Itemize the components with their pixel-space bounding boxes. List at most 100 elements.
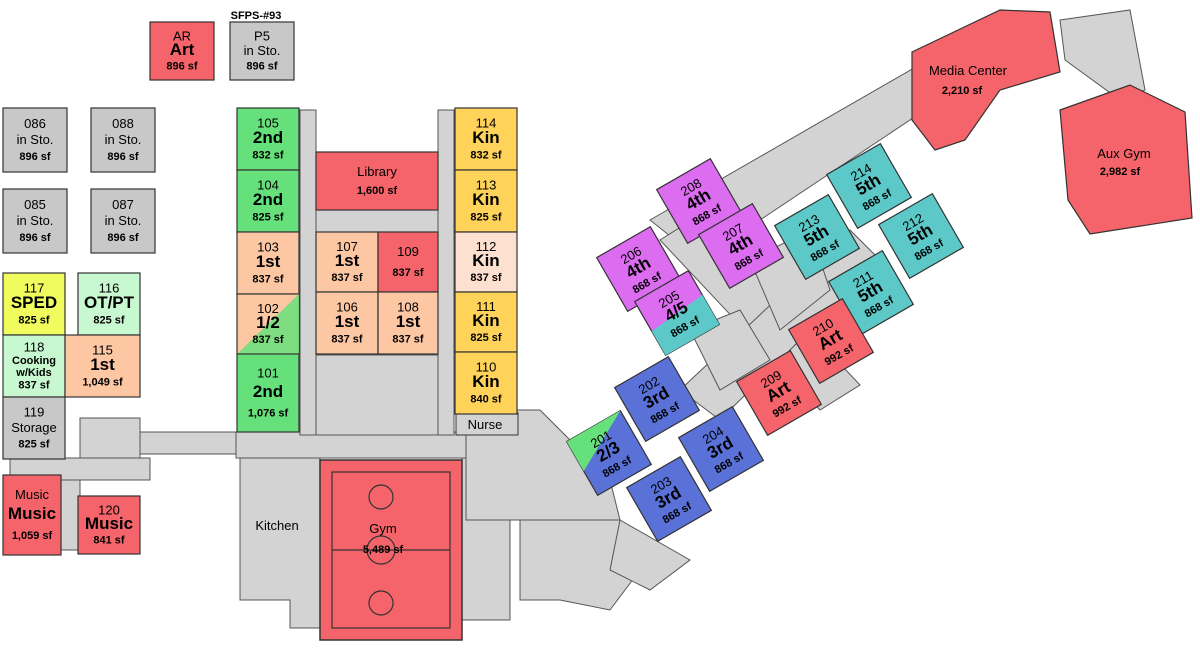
room-fill [2, 334, 66, 398]
room-num: 118 [24, 339, 45, 354]
library-area: 1,600 sf [357, 185, 398, 197]
room-sf: 1,049 sf [82, 377, 123, 389]
split-fill [651, 294, 720, 356]
room-sf: 1,076 sf [248, 408, 289, 420]
room-fill [454, 231, 518, 293]
room-num: 111 [476, 299, 496, 314]
room-name: in Sto. [105, 132, 142, 147]
room-fill [149, 21, 215, 81]
room-sf: 832 sf [252, 150, 284, 162]
room-name: 1st [256, 252, 281, 271]
room-num: 113 [476, 178, 497, 193]
room-name: 1st [335, 251, 360, 270]
library: Library 1,600 sf [315, 151, 439, 211]
room-name: 1st [90, 355, 115, 374]
room-fill [613, 355, 701, 443]
room-sf: 896 sf [107, 151, 139, 163]
room-fill [77, 272, 141, 336]
room-name: 2nd [253, 382, 283, 401]
room-sf: 825 sf [470, 332, 502, 344]
room-num: 108 [397, 300, 419, 315]
gym-label: Gym [369, 521, 396, 536]
room-fill [90, 107, 156, 173]
room-num: 107 [336, 239, 358, 254]
room-sf: 837 sf [470, 272, 502, 284]
room-fill [236, 107, 300, 171]
room-sf: 896 sf [166, 61, 198, 73]
room-sf: 840 sf [470, 394, 502, 406]
gym-area: 5,489 sf [363, 544, 404, 556]
room-name: 2nd [253, 190, 283, 209]
aux-gym-area: 2,982 sf [1100, 166, 1141, 178]
room-sf: 896 sf [19, 232, 51, 244]
room-sf: 837 sf [18, 380, 50, 392]
room-sf: 896 sf [246, 61, 278, 73]
room-name: Art [170, 40, 195, 59]
room-sf: 837 sf [331, 272, 363, 284]
room-num: 115 [92, 343, 113, 358]
aux-gym: Aux Gym 2,982 sf [1059, 84, 1193, 235]
room-fill [77, 495, 141, 555]
media-center-room [911, 9, 1061, 151]
split-fill [237, 294, 299, 354]
room-name: Kin [472, 311, 499, 330]
room-fill [64, 334, 141, 398]
room-name: Cooking [12, 355, 56, 367]
room-num: 104 [257, 178, 279, 193]
room-fill [877, 192, 965, 280]
aux-gym-label: Aux Gym [1097, 146, 1150, 161]
aux-gym-room [1059, 84, 1193, 235]
room-num: 114 [476, 116, 497, 131]
room-fill [229, 21, 295, 81]
room-sf: 837 sf [252, 274, 284, 286]
room-fill [735, 349, 823, 437]
room-sf: 837 sf [392, 334, 424, 346]
room-num: AR [173, 29, 191, 44]
room-fill [2, 188, 68, 254]
room-num: 105 [257, 116, 279, 131]
room-name: OT/PT [84, 293, 135, 312]
room-fill [2, 107, 68, 173]
room-fill [2, 474, 62, 556]
room-name: in Sto. [17, 132, 54, 147]
room-sf: 832 sf [470, 150, 502, 162]
sfps-label: SFPS-#93 [231, 10, 282, 22]
room-sf: 837 sf [392, 267, 424, 279]
room-fill [625, 455, 713, 543]
room-sf: 825 sf [18, 315, 50, 327]
room-fill [315, 291, 379, 355]
room-sf: 825 sf [252, 212, 284, 224]
room-num: 119 [24, 405, 45, 420]
room-name: 1st [335, 312, 360, 331]
room-sf: 896 sf [19, 151, 51, 163]
split-fill [566, 410, 621, 472]
room-sf: 825 sf [93, 315, 125, 327]
room-fill [236, 231, 300, 295]
room-name: Kin [472, 372, 499, 391]
